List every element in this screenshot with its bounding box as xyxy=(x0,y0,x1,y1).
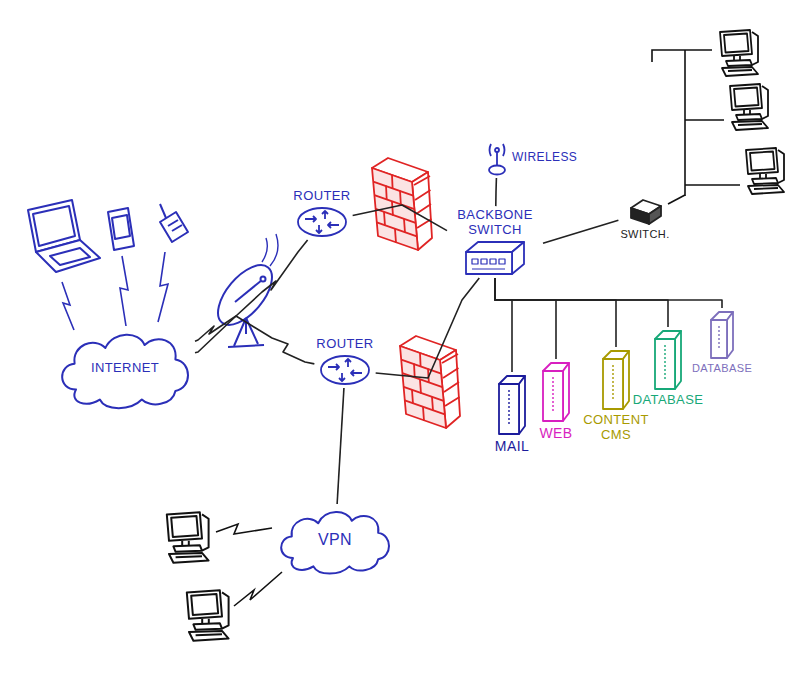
bswitch-icon xyxy=(464,240,526,276)
bswitch-node: BACKBONE SWITCH xyxy=(447,206,543,278)
node-label: SWITCH. xyxy=(620,228,669,241)
router-icon xyxy=(296,206,348,238)
server-icon xyxy=(541,361,571,423)
network-link xyxy=(543,220,618,243)
server-icon xyxy=(709,310,735,360)
node-label: DATABASE xyxy=(692,362,752,375)
cloud-node: VPN xyxy=(275,504,395,576)
server-node: MAIL xyxy=(493,372,531,456)
server-node: WEB xyxy=(537,359,574,443)
server-node: DATABASE xyxy=(690,308,754,377)
server-icon xyxy=(653,329,683,391)
antenna-node: WIRELESS xyxy=(484,138,579,178)
network-link xyxy=(337,388,344,504)
router-node: ROUTER xyxy=(314,335,375,388)
node-label: INTERNET xyxy=(91,361,159,376)
server-icon xyxy=(601,349,631,411)
network-link xyxy=(495,278,512,372)
network-link xyxy=(353,205,447,231)
node-label: ROUTER xyxy=(293,189,350,204)
node-label: WIRELESS xyxy=(512,151,577,165)
network-link xyxy=(495,278,668,327)
node-label: BACKBONE SWITCH xyxy=(449,208,541,238)
node-label: MAIL xyxy=(495,438,529,454)
node-label: VPN xyxy=(318,531,352,549)
router-icon xyxy=(319,354,371,386)
node-label: DATABASE xyxy=(633,393,704,408)
network-link xyxy=(376,278,480,378)
switch-node: SWITCH. xyxy=(618,196,671,243)
node-label: WEB xyxy=(539,425,572,441)
server-icon xyxy=(497,374,527,436)
network-link xyxy=(495,278,616,347)
network-link xyxy=(495,278,556,359)
node-label: ROUTER xyxy=(316,337,373,352)
network-link xyxy=(495,278,722,308)
network-link xyxy=(495,178,497,206)
cloud-node: INTERNET xyxy=(55,325,195,411)
switch-icon xyxy=(627,198,663,226)
node-label: CONTENT CMS xyxy=(581,413,651,443)
router-node: ROUTER xyxy=(291,187,352,240)
antenna-icon xyxy=(486,140,508,176)
network-link xyxy=(195,316,314,364)
